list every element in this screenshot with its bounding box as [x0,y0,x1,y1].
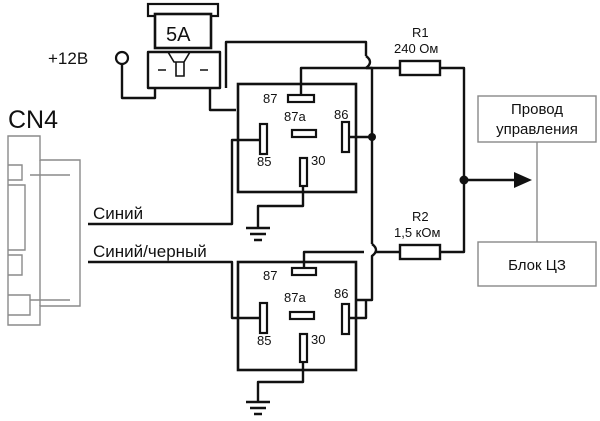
relay-top-pin-85 [258,122,269,156]
wire-blue [88,138,260,226]
relay-bottom-label-87a: 87a [284,290,306,305]
resistor-r1 [398,59,442,77]
relay-top-87-wire [299,66,400,95]
relay-bottom-pin-87a [288,310,316,321]
relay-bottom-pin-86 [340,302,351,336]
resistor-r2 [398,243,442,261]
relay-bottom-label-86: 86 [334,286,348,301]
wire-crossover-1 [365,55,372,69]
r2-value: 1,5 кОм [394,225,440,240]
r2-name: R2 [412,209,429,224]
ground-top-icon [246,226,270,242]
relay-bottom-pin-87 [290,266,318,277]
control-wire-label-1: Провод [511,101,563,118]
fuse-out-wire [208,88,236,112]
wire-blue-black [88,260,260,320]
relay-top-pin-87a [290,128,318,139]
relay-top-pin-30 [298,156,309,188]
supply-terminal [114,50,130,66]
relay-bottom-label-30: 30 [311,332,325,347]
lock-unit-label: Блок ЦЗ [508,257,566,274]
relay-bottom-pin-30 [298,332,309,364]
fuse-5a [146,2,222,90]
control-wire-label-2: управления [496,121,578,138]
wire-blue-label: Синий [93,204,143,223]
fuse-bus-bottom [356,243,378,302]
connector-label: CN4 [8,106,58,134]
arrow-right-icon [514,172,532,188]
r1-out-wire [440,66,466,180]
lock-unit-box [477,241,597,287]
relay-top-label-85: 85 [257,154,271,169]
r1-name: R1 [412,25,429,40]
relay-top-label-86: 86 [334,107,348,122]
r2-out-wire [440,180,466,254]
supply-wire [120,64,157,100]
relay-bottom-label-87: 87 [263,268,277,283]
relay-bottom-87-wire [302,250,400,268]
ground-bottom-icon [246,400,270,416]
junction-top [368,133,376,141]
control-wire-box [477,95,597,143]
relay-top-label-87: 87 [263,91,277,106]
relay-top-label-87a: 87a [284,109,306,124]
relay-top-pin-87 [286,93,316,104]
wire-blue-black-label: Синий/черный [93,242,207,261]
relay-bottom-pin-85 [258,301,269,335]
relay-bottom-86-wire [349,300,368,320]
fuse-label: 5A [166,24,191,46]
relay-top-label-30: 30 [311,153,325,168]
supply-label: +12В [48,49,88,68]
r1-value: 240 Ом [394,41,438,56]
connector-cn4-body [7,135,81,326]
relay-bottom-30-wire [256,362,305,402]
relay-top-pin-86 [340,120,351,154]
relay-top-30-wire [256,186,305,228]
relay-bottom-label-85: 85 [257,333,271,348]
